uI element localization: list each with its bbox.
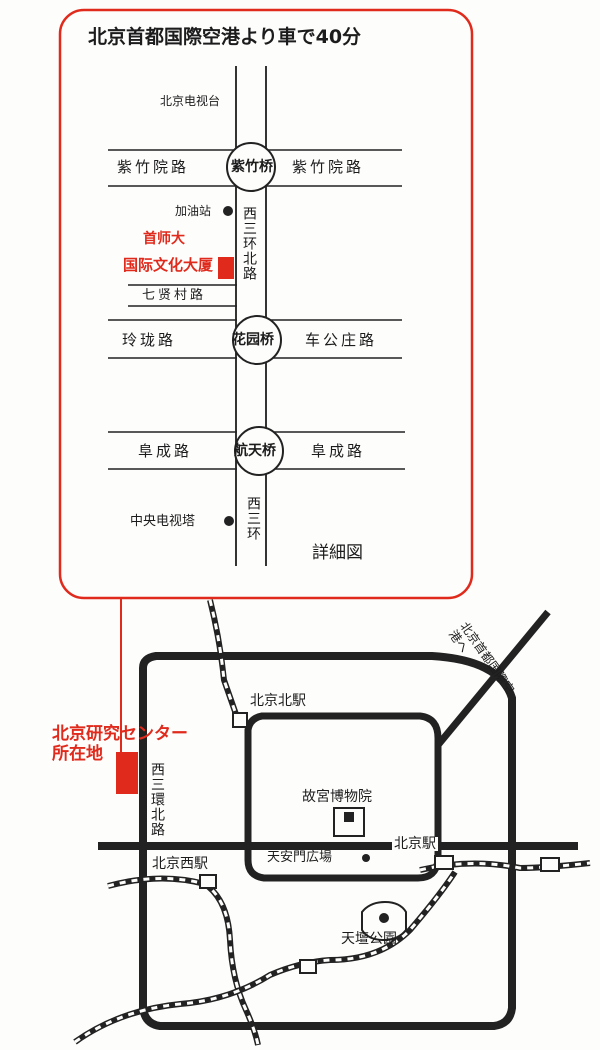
station-box-south	[299, 959, 317, 974]
station-label-main: 北京駅	[392, 836, 438, 852]
road-label-chegongzhuang: 车公庄路	[305, 331, 378, 349]
outer-ring-road	[139, 652, 516, 1030]
research-center-marker	[116, 752, 138, 794]
gas-station-label: 加油站	[175, 204, 212, 218]
bridge-label-zizhu: 紫竹桥	[231, 159, 273, 175]
gas-station-dot	[223, 206, 233, 216]
bridge-circle-zizhu	[226, 142, 276, 192]
research-center-label-line1: 北京研究センター	[52, 724, 188, 744]
detail-caption: 詳細図	[312, 543, 363, 563]
cctv-tower-label: 中央电视塔	[130, 514, 196, 529]
road-label-west-third-ring-north: 西三环北路	[241, 206, 257, 281]
tiananmen-label: 天安門広場	[265, 850, 335, 865]
station-box-west	[199, 874, 217, 889]
airport-expressway	[435, 609, 551, 748]
bridge-circle-hangtian	[234, 426, 284, 476]
west-ring-label: 西三環北路	[149, 762, 165, 837]
building-name-line1: 首师大	[143, 231, 185, 247]
station-label-west: 北京西駅	[150, 856, 210, 872]
road-label-zizhuyuan-right: 紫竹院路	[292, 158, 365, 176]
cctv-tower-dot	[224, 516, 234, 526]
tv-station-label: 北京电视台	[160, 94, 221, 108]
station-label-north: 北京北駅	[248, 693, 308, 709]
tiananmen-dot	[362, 854, 370, 862]
road-label-zizhuyuan-left: 紫竹院路	[117, 158, 190, 176]
bridge-circle-huayuan	[232, 315, 282, 365]
research-center-label-line2: 所在地	[52, 744, 103, 764]
road-label-linglong: 玲珑路	[122, 331, 177, 349]
inner-ring-road	[244, 712, 442, 882]
road-label-qixiancun: 七贤村路	[142, 288, 207, 303]
bridge-label-hangtian: 航天桥	[234, 443, 276, 459]
station-box-main	[434, 855, 454, 870]
bridge-label-huayuan: 花园桥	[232, 332, 274, 348]
road-label-fucheng-left: 阜成路	[138, 442, 193, 460]
temple-of-heaven-icon	[361, 900, 407, 942]
temple-of-heaven-label: 天壇公園	[341, 931, 397, 947]
detail-title: 北京首都国際空港より車で40分	[88, 26, 362, 48]
station-box-east	[540, 857, 560, 872]
building-name-line2: 国际文化大厦	[123, 256, 214, 274]
palace-museum-label: 故宮博物院	[302, 789, 372, 805]
palace-museum-icon	[333, 807, 365, 837]
road-label-west-third-ring: 西三环	[245, 496, 261, 541]
station-box-north	[232, 712, 248, 728]
road-label-fucheng-right: 阜成路	[311, 442, 366, 460]
building-marker	[218, 257, 234, 279]
